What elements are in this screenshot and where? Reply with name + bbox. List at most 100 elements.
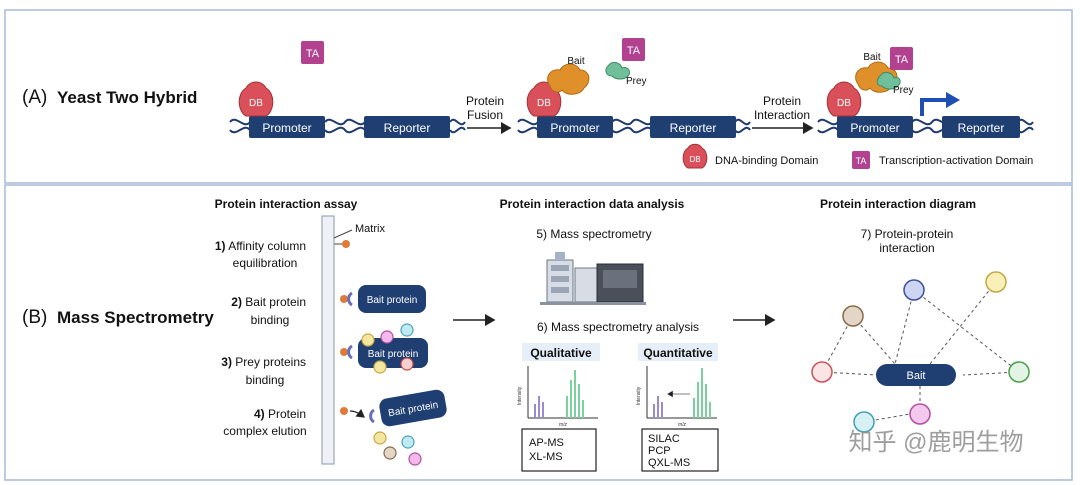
reporter-label: Reporter [670, 121, 717, 135]
prey-protein-icon [401, 435, 415, 449]
db-label: DB [537, 98, 551, 109]
ta-domain-icon [622, 38, 645, 61]
protein-node [853, 411, 875, 433]
dna-strand [1017, 118, 1034, 134]
bait-protein-box [379, 389, 447, 427]
quantitative-header [638, 343, 718, 361]
ta-label: TA [306, 48, 320, 60]
prey-protein-icon [876, 71, 901, 90]
mass-spectrometer-icon [540, 252, 646, 305]
step2-label-a: 2) Bait protein [231, 295, 306, 309]
step2-label-b: binding [251, 313, 290, 327]
diagram-step-label-b: interaction [879, 241, 934, 255]
ta-domain-icon [301, 41, 324, 64]
dna-strand [449, 118, 466, 134]
promoter-box [249, 116, 325, 138]
promoter-label: Promoter [550, 121, 599, 135]
panel-a-title: Yeast Two Hybrid [57, 88, 197, 107]
panel-b-letter: (B) [22, 307, 47, 328]
prey-protein-icon [400, 323, 414, 337]
prey-protein-icon [408, 452, 422, 466]
binding-site-icon [369, 408, 375, 424]
dna-strand [734, 118, 751, 134]
protein-node [909, 403, 931, 425]
legend-ta-label: Transcription-activation Domain [879, 155, 1033, 167]
qualitative-header [522, 343, 600, 361]
ligand-icon [342, 240, 350, 248]
transcription-arrow-icon [920, 98, 948, 116]
prey-protein-icon [605, 61, 631, 80]
msa-step-label: 6) Mass spectrometry analysis [537, 320, 699, 334]
reporter-box [650, 116, 736, 138]
dna-strand [817, 118, 839, 134]
db-label: DB [249, 98, 263, 109]
panel-b-border [4, 184, 1073, 481]
quantitative-label: Quantitative [643, 346, 713, 360]
prey-protein-icon [373, 431, 387, 445]
ligand-icon [340, 348, 348, 356]
dna-strand [324, 118, 366, 134]
promoter-box [837, 116, 913, 138]
protein-node [985, 271, 1007, 293]
legend-db-icon-label: DB [689, 155, 700, 164]
binding-site-icon [347, 344, 353, 360]
protein-node [842, 305, 864, 327]
dna-strand [517, 118, 539, 134]
construct-2: Promoter Reporter DB Bait Prey TA [517, 38, 751, 138]
prey-protein-icon [373, 360, 387, 374]
watermark: 知乎 @鹿明生物 [848, 429, 1023, 456]
qualitative-label: Qualitative [530, 346, 592, 360]
step1-label-b: equilibration [233, 256, 298, 270]
protein-interaction-label-1: Protein [763, 94, 801, 108]
legend-db-label: DNA-binding Domain [715, 155, 818, 167]
quantitative-spectrum: Intensity m/z [636, 366, 717, 428]
ta-label: TA [895, 54, 909, 66]
bait-node-label: Bait [907, 370, 926, 382]
panel-a-border [4, 9, 1073, 184]
legend-db-icon [682, 143, 708, 169]
quantitative-method: SILAC [648, 433, 680, 445]
step3-label-b: binding [246, 373, 285, 387]
promoter-box [537, 116, 613, 138]
db-domain-icon [238, 81, 274, 117]
protein-node [811, 361, 833, 383]
prey-label: Prey [893, 85, 914, 96]
bait-node [876, 364, 956, 386]
construct-3: Promoter Reporter DB Bait Prey TA [817, 47, 1034, 138]
binding-site-icon [347, 291, 353, 307]
bait-protein-label: Bait protein [368, 349, 419, 360]
affinity-column [321, 215, 335, 465]
legend-ta-icon-label: TA [856, 156, 867, 166]
reporter-label: Reporter [958, 121, 1005, 135]
dna-strand [611, 118, 653, 134]
prey-protein-icon [380, 330, 394, 344]
bait-label: Bait [863, 52, 880, 63]
reporter-box [364, 116, 450, 138]
dna-strand [229, 118, 251, 134]
bait-label: Bait [567, 56, 584, 67]
ta-domain-icon [890, 47, 913, 70]
quantitative-method: QXL-MS [648, 457, 690, 469]
step3-label-a: 3) Prey proteins [221, 355, 306, 369]
intensity-axis-label: Intensity [517, 386, 523, 405]
protein-fusion-label-2: Fusion [467, 108, 503, 122]
protein-node [1008, 361, 1030, 383]
prey-protein-icon [383, 446, 397, 460]
matrix-leader-line [333, 229, 353, 239]
qualitative-method: AP-MS [529, 437, 564, 449]
mz-axis-label: m/z [678, 422, 687, 428]
prey-label: Prey [626, 76, 647, 87]
panel-a-letter: (A) [22, 87, 47, 108]
quantitative-method: PCP [648, 445, 671, 457]
analysis-heading: Protein interaction data analysis [500, 197, 685, 211]
bait-protein-box [358, 285, 426, 313]
reporter-box [942, 116, 1020, 138]
legend-ta-icon [852, 151, 870, 169]
diagram-step-label-a: 7) Protein-protein [861, 227, 954, 241]
bait-protein-icon [547, 63, 590, 95]
qualitative-methods-box [521, 428, 597, 472]
prey-protein-icon [400, 357, 414, 371]
step1-label-a: 1) Affinity column [215, 239, 306, 253]
matrix-label: Matrix [355, 223, 385, 235]
